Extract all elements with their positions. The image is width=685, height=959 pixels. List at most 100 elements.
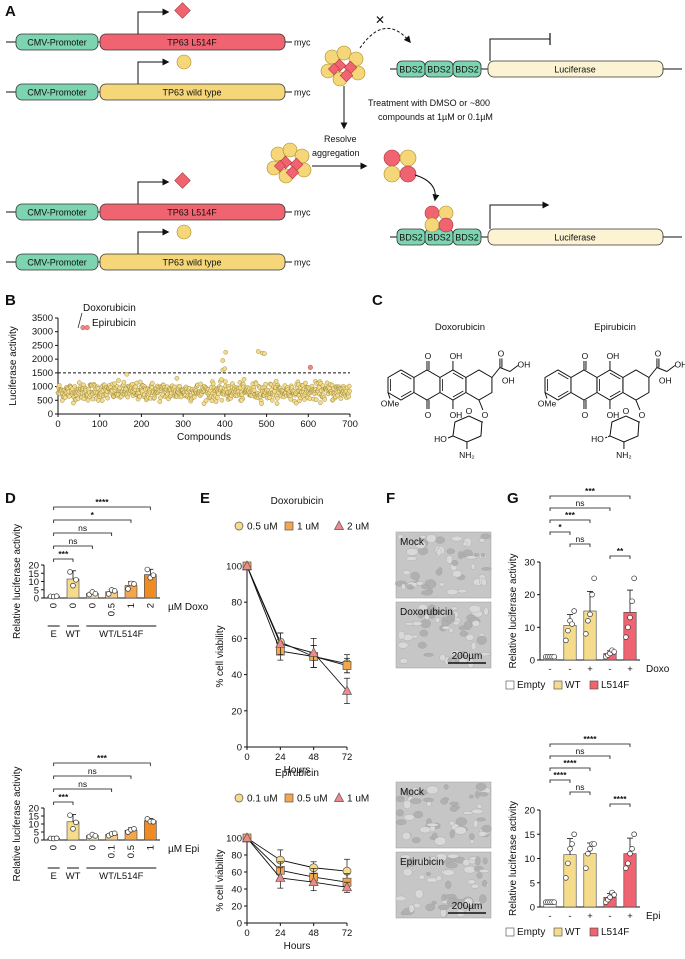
data-point — [585, 850, 591, 857]
cell-texture — [414, 889, 424, 899]
cell-texture — [398, 630, 405, 640]
cell-texture — [469, 794, 474, 799]
cell-texture — [468, 833, 475, 840]
scatter-point — [210, 381, 216, 387]
drug-label: Doxo — [646, 664, 670, 675]
scatter-point — [77, 380, 82, 385]
atom-nh2: NH₂ — [459, 450, 475, 460]
scatter-point — [121, 379, 127, 385]
cell-texture — [439, 654, 446, 662]
sig-bracket — [53, 762, 151, 766]
bds-label: BDS2 — [455, 233, 479, 243]
cell-texture — [473, 553, 480, 557]
x-tick-label: + — [627, 911, 633, 922]
cell-texture — [418, 874, 425, 880]
mutant-label: TP63 L514F — [167, 38, 217, 48]
scatter-point — [219, 377, 224, 382]
sig-bracket — [53, 801, 74, 805]
atom-o: O — [425, 410, 432, 420]
x-tick-label: - — [548, 911, 551, 922]
y-tick-label: 3000 — [32, 327, 53, 338]
x-tick-label: 48 — [308, 752, 319, 763]
scatter-point — [313, 397, 319, 402]
y-tick-label: 20 — [28, 804, 39, 815]
group-label-mix: WT/L514F — [99, 629, 144, 640]
cell-texture — [471, 642, 477, 651]
data-point — [53, 593, 60, 599]
x-tick-label: - — [568, 911, 571, 922]
bond — [604, 435, 611, 439]
cell-texture — [445, 880, 452, 889]
x-tick-label: 0 — [68, 845, 79, 850]
cell-texture — [405, 556, 417, 561]
sig-bracket — [53, 788, 113, 792]
data-point — [565, 627, 571, 634]
data-point — [551, 653, 557, 660]
y-tick-label: 2000 — [32, 354, 53, 365]
legend-label: 0.5 uM — [297, 794, 328, 805]
series-line — [246, 565, 348, 665]
cell-texture — [408, 904, 415, 913]
panel-letter-b: B — [5, 292, 16, 309]
ring — [596, 369, 624, 401]
y-tick-label: 30 — [524, 558, 535, 569]
data-point — [591, 575, 597, 582]
x-tick-label: 0 — [244, 928, 249, 939]
scatter-point — [239, 397, 244, 403]
cell-texture — [399, 658, 408, 664]
x-tick-label: + — [587, 911, 593, 922]
data-point — [625, 624, 631, 631]
atom-oh: OH — [450, 410, 463, 420]
legend-swatch — [589, 680, 599, 690]
scatter-point — [347, 388, 352, 394]
data-point — [631, 575, 637, 582]
cell-texture — [435, 536, 445, 544]
cell-texture — [441, 625, 451, 630]
wildtype-label: TP63 wild type — [162, 88, 221, 98]
marker-square — [284, 793, 294, 803]
scatter-point — [322, 397, 327, 402]
cell-texture — [435, 853, 447, 862]
bond — [544, 392, 548, 399]
atom-o: O — [466, 406, 473, 416]
ring — [413, 369, 441, 401]
legend-label: Empty — [517, 680, 545, 691]
legend-swatch — [553, 680, 563, 690]
bond — [509, 365, 519, 372]
panel-letter-e: E — [200, 490, 210, 507]
sig-label: *** — [565, 510, 576, 520]
sig-label: **** — [553, 770, 567, 780]
ring — [570, 369, 598, 401]
x-tick-label: 1 — [145, 845, 156, 850]
y-tick-label: 60 — [231, 868, 242, 879]
data-point — [551, 899, 557, 905]
scatter-point — [62, 395, 68, 400]
y-tick-label: 10 — [524, 854, 535, 865]
reporter-bottom: BDS2 BDS2 BDS2 Luciferase — [390, 201, 682, 246]
panel-a: A CMV-Promoter TP63 L514F myc CMV-Promot… — [5, 2, 682, 271]
cell-texture — [417, 603, 428, 612]
marker-triangle — [241, 560, 253, 570]
data-point — [569, 621, 575, 627]
atom-oh: OH — [450, 351, 463, 361]
cell-texture — [479, 538, 485, 543]
data-point — [131, 581, 137, 587]
cell-texture — [470, 883, 480, 889]
y-tick-label: 2500 — [32, 340, 53, 351]
cell-texture — [409, 798, 422, 804]
marker-triangle — [341, 685, 353, 695]
x-tick-label: - — [608, 911, 611, 922]
sig-bracket — [549, 767, 591, 771]
data-point — [623, 634, 629, 640]
cell-texture — [478, 831, 488, 837]
marker-square — [342, 661, 352, 670]
cell-texture — [462, 541, 468, 547]
cell-texture — [468, 604, 481, 613]
x-tick-label: 0.1 — [107, 845, 118, 858]
luciferase-label: Luciferase — [554, 65, 596, 75]
